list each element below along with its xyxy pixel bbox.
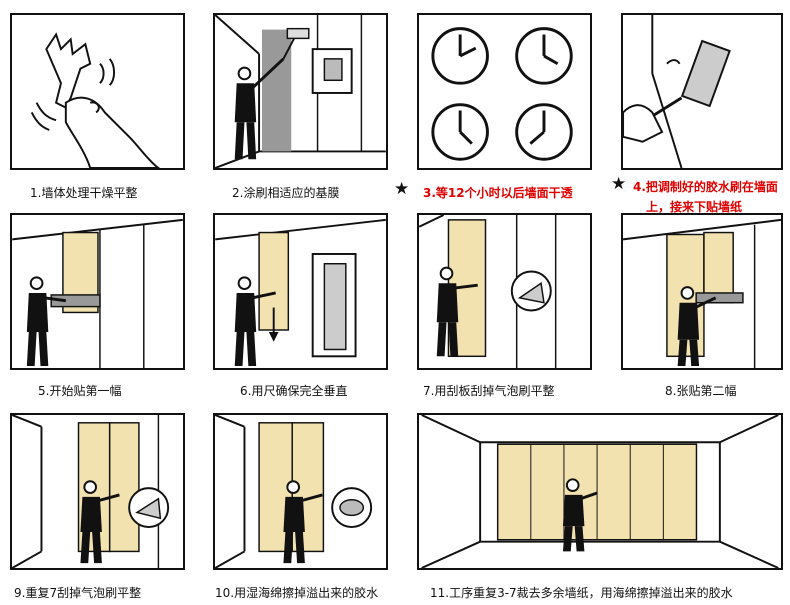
step-11-label: 11.工序重复3-7裁去多余墙纸，用海绵擦掉溢出来的胶水 xyxy=(430,586,733,600)
step-2-label: 2.涂刷相适应的基膜 xyxy=(232,186,340,200)
step-7-panel xyxy=(417,213,592,370)
step-10-panel xyxy=(213,413,388,570)
step-6-panel xyxy=(213,213,388,370)
step-1-label: 1.墙体处理干燥平整 xyxy=(30,186,138,200)
step-4-label-line1: 4.把调制好的胶水刷在墙面 xyxy=(633,180,778,194)
step-10-label: 10.用湿海绵擦掉溢出来的胶水 xyxy=(215,586,379,600)
repeat-scraping-illustration xyxy=(12,415,170,568)
second-sheet-illustration xyxy=(623,218,781,368)
step-5-label: 5.开始贴第一幅 xyxy=(38,384,122,398)
step-4-panel xyxy=(621,13,783,170)
step-11-panel xyxy=(417,413,783,570)
step-8-panel xyxy=(621,213,783,370)
step-8-label: 8.张贴第二幅 xyxy=(665,384,737,398)
scraper-smoothing-illustration xyxy=(419,215,557,368)
hand-with-scraper-illustration xyxy=(30,32,161,168)
ruler-plumb-illustration xyxy=(215,218,386,367)
step-9-label: 9.重复7刮掉气泡刷平整 xyxy=(14,586,142,600)
finished-room-illustration xyxy=(421,415,779,568)
step-6-label: 6.用尺确保完全垂直 xyxy=(240,384,348,398)
step-2-panel xyxy=(213,13,388,170)
step-3-label: 3.等12个小时以后墙面干透 xyxy=(423,186,573,200)
glue-roller-illustration xyxy=(623,15,731,168)
star-marker-3: ★ xyxy=(394,179,410,199)
first-sheet-illustration xyxy=(12,218,183,368)
sponge-wipe-illustration xyxy=(215,415,373,568)
step-5-panel xyxy=(10,213,185,370)
step-4-label-line2: 上，接来下贴墙纸 xyxy=(646,200,743,214)
step-7-label: 7.用刮板刮掉气泡刷平整 xyxy=(423,384,555,398)
clocks-illustration xyxy=(431,27,573,161)
roller-basecoat-illustration xyxy=(215,15,386,168)
star-marker-4: ★ xyxy=(611,174,627,194)
step-1-panel xyxy=(10,13,185,170)
step-3-panel xyxy=(417,13,592,170)
step-9-panel xyxy=(10,413,185,570)
